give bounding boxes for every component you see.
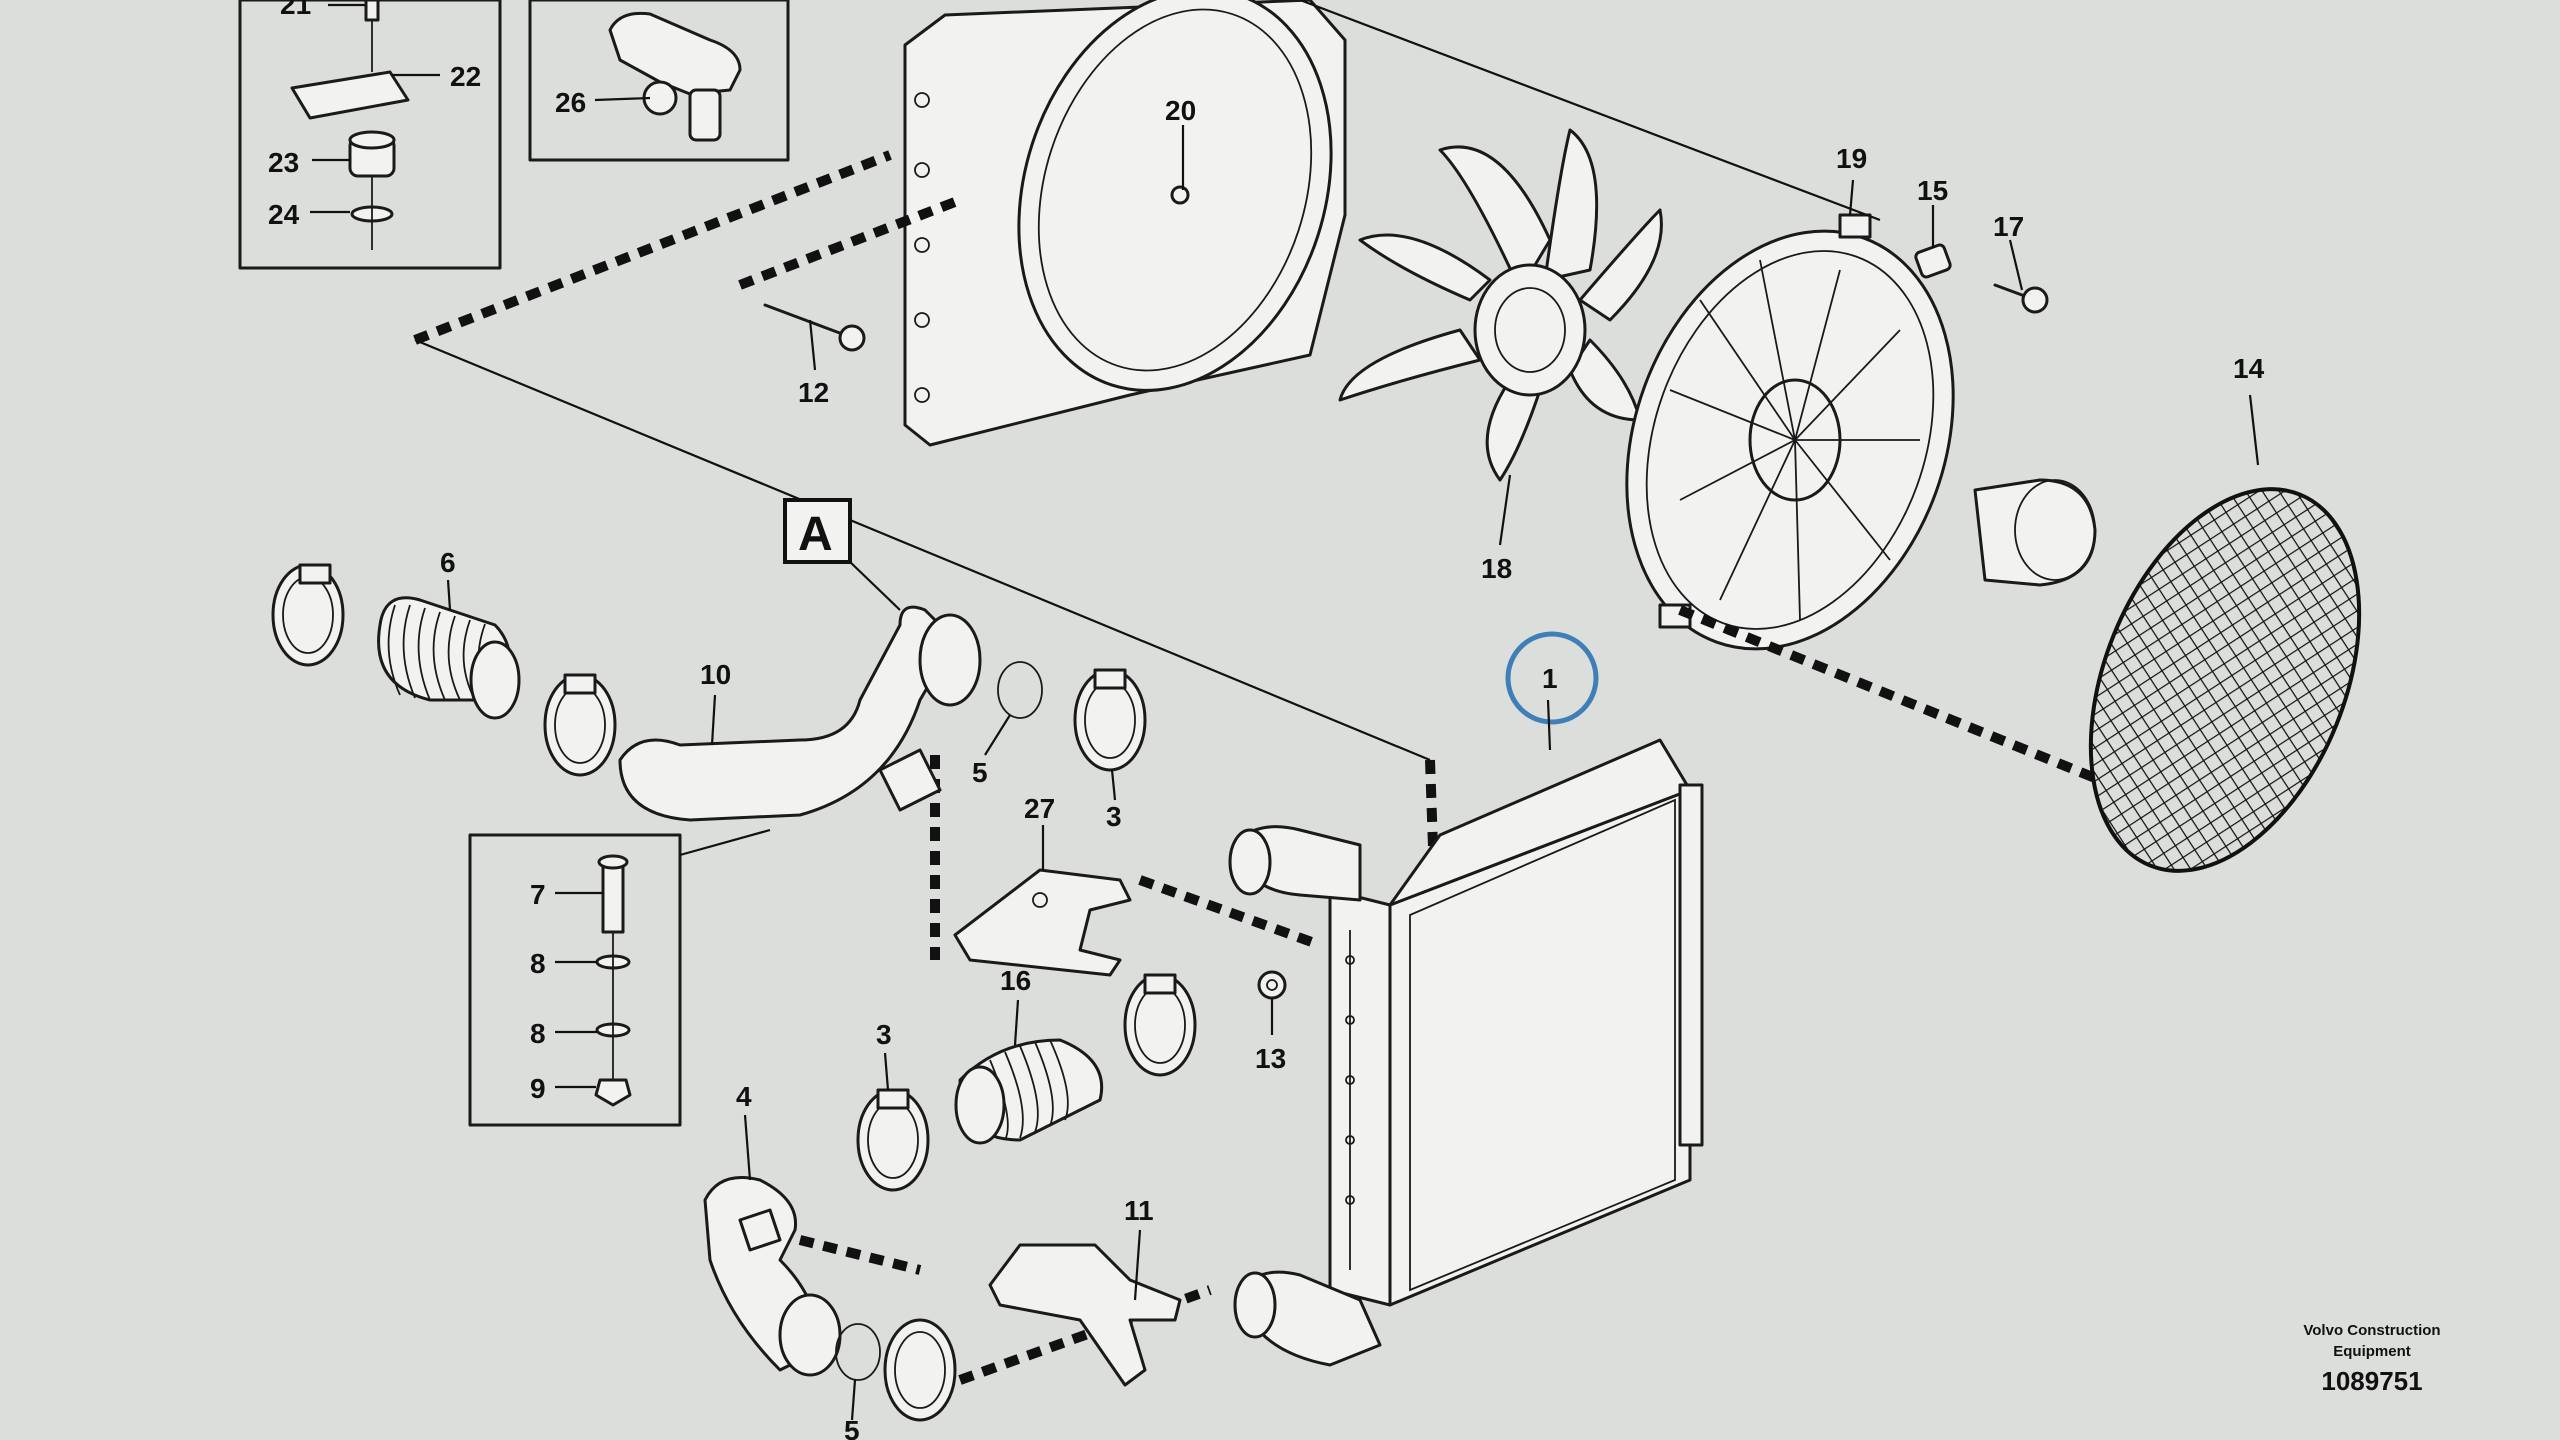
label-6: 6 bbox=[440, 547, 456, 578]
bolt-7-icon bbox=[601, 860, 625, 934]
label-3: 3 bbox=[1106, 801, 1122, 832]
bolt-12-icon bbox=[763, 303, 866, 352]
clamp-mid-icon bbox=[543, 673, 617, 777]
fan-guard bbox=[1625, 213, 2097, 651]
oring-lower-5-icon bbox=[835, 1323, 881, 1381]
label-17: 17 bbox=[1993, 211, 2024, 242]
bellows-hose-16-icon bbox=[954, 1038, 1104, 1145]
inset-box-sensor bbox=[528, 0, 790, 162]
sensor-26-icon bbox=[608, 11, 742, 96]
mesh-grille-14-icon bbox=[2088, 487, 2362, 873]
label-8: 8 bbox=[530, 948, 546, 979]
spacer-15-icon bbox=[1914, 243, 1952, 279]
bracket-27-icon bbox=[953, 868, 1132, 977]
clamp-3-icon bbox=[1073, 668, 1147, 772]
label-5b: 5 bbox=[844, 1415, 860, 1440]
label-24: 24 bbox=[268, 199, 300, 230]
company-subtitle: Equipment bbox=[2333, 1343, 2411, 1360]
fan-blade-18-icon bbox=[1338, 128, 1663, 482]
label-7: 7 bbox=[530, 879, 546, 910]
fan-shroud bbox=[903, 0, 1347, 447]
label-14: 14 bbox=[2233, 353, 2265, 384]
label-26: 26 bbox=[555, 87, 586, 118]
label-20: 20 bbox=[1165, 95, 1196, 126]
charge-air-cooler-1-icon bbox=[1228, 738, 1704, 1367]
part-labels: 21 22 23 24 26 20 19 15 17 12 14 18 6 10… bbox=[268, 0, 2265, 1440]
inset-box-fasteners bbox=[468, 828, 771, 1127]
company-name: Volvo Construction bbox=[2303, 1322, 2440, 1339]
label-8b: 8 bbox=[530, 1018, 546, 1049]
elbow-pipe-4-icon bbox=[703, 1176, 842, 1377]
label-15: 15 bbox=[1917, 175, 1948, 206]
label-13: 13 bbox=[1255, 1043, 1286, 1074]
inset-box-mount bbox=[238, 0, 502, 270]
label-19: 19 bbox=[1836, 143, 1867, 174]
highlight-circle bbox=[1505, 631, 1599, 725]
label-3b: 3 bbox=[876, 1019, 892, 1050]
label-1: 1 bbox=[1542, 663, 1558, 694]
pipe-10-icon bbox=[618, 605, 982, 822]
label-A: A bbox=[798, 508, 833, 561]
label-9: 9 bbox=[530, 1073, 546, 1104]
label-16: 16 bbox=[1000, 965, 1031, 996]
clamp-left-icon bbox=[271, 563, 345, 667]
clamp-lower-3-icon bbox=[856, 1088, 930, 1192]
grommet-20-icon bbox=[1170, 185, 1190, 205]
bracket-22-icon bbox=[290, 70, 410, 120]
label-10: 10 bbox=[700, 659, 731, 690]
label-18: 18 bbox=[1481, 553, 1512, 584]
label-5: 5 bbox=[972, 757, 988, 788]
leader-lines bbox=[310, 3, 2260, 1421]
oring-5-icon bbox=[997, 661, 1043, 719]
label-22: 22 bbox=[450, 61, 481, 92]
nut-9-icon bbox=[594, 1078, 632, 1107]
label-4: 4 bbox=[736, 1081, 752, 1112]
bolt-17-icon bbox=[1993, 283, 2049, 314]
footer: Volvo Construction Equipment 1089751 bbox=[2303, 1322, 2440, 1396]
label-21: 21 bbox=[280, 0, 311, 20]
clamp-bottom-icon bbox=[883, 1318, 957, 1422]
motor-icon bbox=[1973, 478, 2097, 587]
label-27: 27 bbox=[1024, 793, 1055, 824]
clamp-right-icon bbox=[1123, 973, 1197, 1077]
label-11: 11 bbox=[1124, 1195, 1154, 1226]
drawing-number: 1089751 bbox=[2321, 1366, 2422, 1396]
label-12: 12 bbox=[798, 377, 829, 408]
detail-callout-box bbox=[783, 498, 852, 564]
bellows-hose-6-icon bbox=[377, 596, 521, 720]
label-23: 23 bbox=[268, 147, 299, 178]
bracket-11-icon bbox=[988, 1243, 1182, 1387]
grommet-13-icon bbox=[1257, 970, 1287, 1000]
